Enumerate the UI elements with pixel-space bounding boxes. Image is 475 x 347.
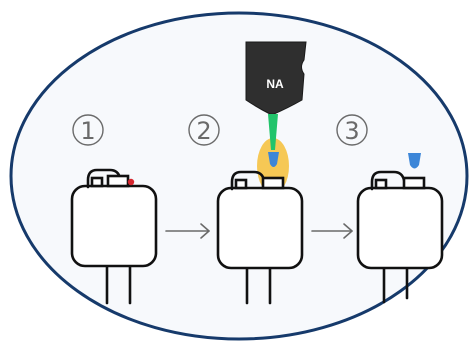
device-3 xyxy=(356,153,444,304)
device-3-body xyxy=(356,186,444,270)
step-1-number: 1 xyxy=(72,114,104,146)
arrow-right-icon xyxy=(311,223,353,239)
device-2-body xyxy=(216,186,304,270)
device-2 xyxy=(216,152,304,305)
step-2-number: 2 xyxy=(188,114,220,146)
arrow-right-icon xyxy=(165,223,210,239)
nozzle-body xyxy=(245,41,307,115)
device-2-wire xyxy=(230,170,266,191)
step-2-label: 2 xyxy=(196,117,211,145)
nozzle-label: NA xyxy=(266,77,284,91)
device-3-wire xyxy=(370,170,406,191)
device-1-body xyxy=(70,184,158,268)
droplet-step-3 xyxy=(408,153,421,169)
device-1 xyxy=(70,168,158,305)
step-3-label: 3 xyxy=(344,117,359,145)
device-1-wire xyxy=(86,168,122,189)
oval-frame xyxy=(9,11,469,341)
red-dot xyxy=(127,178,135,186)
step-3-number: 3 xyxy=(336,114,368,146)
green-beam xyxy=(268,114,278,150)
droplet-step-2 xyxy=(268,152,279,167)
nozzle: NA xyxy=(245,41,307,115)
step-1-label: 1 xyxy=(80,117,95,145)
